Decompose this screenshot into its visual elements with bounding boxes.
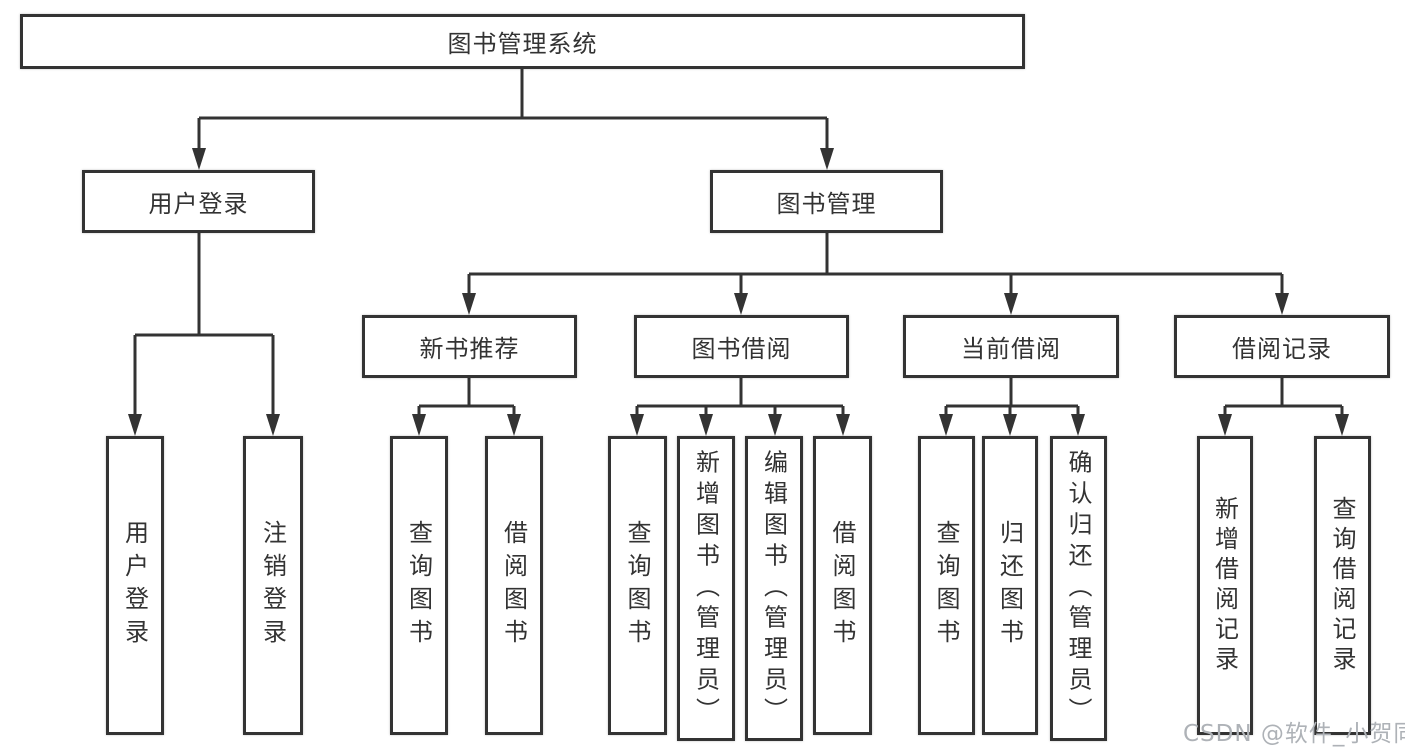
leaf-confirm-return-admin-label: 确认归还（管理员） <box>1064 449 1092 728</box>
leaf-borrow-books-recommend: 借阅图书 <box>485 436 543 735</box>
node-root-label: 图书管理系统 <box>447 30 598 58</box>
leaf-user-login-label: 用户登录 <box>120 519 149 652</box>
leaf-edit-books-admin: 编辑图书（管理员） <box>745 436 803 741</box>
leaf-search-borrow-record-label: 查询借阅记录 <box>1328 495 1356 676</box>
leaf-search-books-borrow: 查询图书 <box>608 436 667 735</box>
arrowheads <box>128 148 1349 436</box>
leaf-borrow-books-borrow: 借阅图书 <box>813 436 872 735</box>
leaf-search-books-borrow-label: 查询图书 <box>623 519 651 652</box>
leaf-search-books-current-label: 查询图书 <box>932 519 960 652</box>
node-root: 图书管理系统 <box>20 14 1025 69</box>
leaf-confirm-return-admin: 确认归还（管理员） <box>1050 436 1107 741</box>
node-new-book-recommend-label: 新书推荐 <box>419 335 520 363</box>
leaf-search-books-recommend-label: 查询图书 <box>404 519 433 652</box>
node-user-login-label: 用户登录 <box>148 190 249 218</box>
node-borrow-records: 借阅记录 <box>1174 315 1390 378</box>
node-borrow-records-label: 借阅记录 <box>1232 335 1332 363</box>
leaf-borrow-books-borrow-label: 借阅图书 <box>828 519 856 652</box>
node-book-borrow: 图书借阅 <box>634 315 849 378</box>
node-current-borrow-label: 当前借阅 <box>961 335 1061 363</box>
leaf-logout-login-label: 注销登录 <box>258 519 287 652</box>
leaf-return-books-label: 归还图书 <box>995 519 1024 652</box>
node-book-borrow-label: 图书借阅 <box>691 335 792 363</box>
node-user-login: 用户登录 <box>82 170 315 233</box>
csdn-watermark: CSDN @软件_小贺同学 <box>1183 721 1405 747</box>
leaf-user-login: 用户登录 <box>106 436 164 735</box>
leaf-borrow-books-recommend-label: 借阅图书 <box>499 519 528 652</box>
node-current-borrow: 当前借阅 <box>903 315 1119 378</box>
leaf-add-books-admin: 新增图书（管理员） <box>677 436 735 741</box>
leaf-search-books-current: 查询图书 <box>918 436 975 735</box>
leaf-search-borrow-record: 查询借阅记录 <box>1314 436 1371 735</box>
leaf-search-books-recommend: 查询图书 <box>390 436 448 735</box>
leaf-add-borrow-record: 新增借阅记录 <box>1197 436 1253 735</box>
tree-edges <box>133 69 1344 418</box>
node-book-management-label: 图书管理 <box>776 190 877 218</box>
leaf-add-books-admin-label: 新增图书（管理员） <box>691 449 720 728</box>
leaf-edit-books-admin-label: 编辑图书（管理员） <box>759 449 788 728</box>
leaf-add-borrow-record-label: 新增借阅记录 <box>1210 495 1239 676</box>
leaf-return-books: 归还图书 <box>982 436 1038 735</box>
node-new-book-recommend: 新书推荐 <box>362 315 577 378</box>
leaf-logout-login: 注销登录 <box>243 436 303 735</box>
node-book-management: 图书管理 <box>710 170 943 233</box>
